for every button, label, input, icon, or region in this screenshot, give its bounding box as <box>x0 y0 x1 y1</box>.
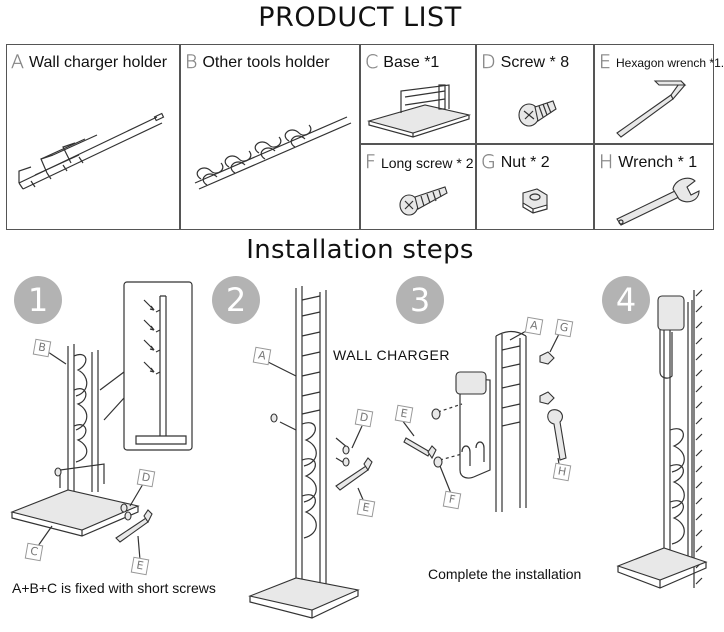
product-letter: F <box>365 151 376 173</box>
product-label: Wrench * 1 <box>618 153 698 171</box>
step-2-number: 2 <box>212 276 260 324</box>
hexagon-wrench-drawing <box>616 80 687 138</box>
product-label: Other tools holder <box>202 53 330 71</box>
product-letter: G <box>481 151 496 173</box>
nut-drawing <box>522 188 548 214</box>
product-letter: H <box>599 151 614 173</box>
product-letter: B <box>185 51 198 73</box>
product-cell-nut: G Nut * 2 <box>476 144 594 230</box>
base-drawing <box>366 84 472 138</box>
step-1-number: 1 <box>14 276 62 324</box>
installation-steps-title: Installation steps <box>246 235 474 265</box>
product-cell-screw: D Screw * 8 <box>476 44 594 144</box>
wall-charger-holder-drawing <box>18 112 165 190</box>
other-tools-holder-drawing <box>194 116 352 190</box>
product-label: Screw * 8 <box>500 53 570 71</box>
long-screw-drawing <box>399 186 448 216</box>
product-cell-wall-charger-holder: A Wall charger holder <box>6 44 180 230</box>
wrench-drawing <box>616 177 700 226</box>
step-3-number: 3 <box>396 276 444 324</box>
product-cell-base: C Base *1 <box>360 44 476 144</box>
product-letter: C <box>365 51 379 73</box>
product-cell-wrench: H Wrench * 1 <box>594 144 714 230</box>
product-cell-hexagon-wrench: E Hexagon wrench *1. <box>594 44 724 144</box>
step-4-number: 4 <box>602 276 650 324</box>
product-list-title: PRODUCT LIST <box>258 2 462 33</box>
product-cell-other-tools-holder: B Other tools holder <box>180 44 360 230</box>
product-label: Nut * 2 <box>500 153 550 171</box>
product-cell-long-screw: F Long screw * 2 <box>360 144 476 230</box>
step-1-caption: A+B+C is fixed with short screws <box>12 580 216 596</box>
product-letter: D <box>481 51 496 73</box>
product-letter: E <box>599 51 612 73</box>
step-3-caption: Complete the installation <box>428 566 582 582</box>
product-grid: A Wall charger holder B Other tools hold… <box>6 44 724 230</box>
product-label: Long screw * 2 <box>380 154 474 171</box>
product-label: Hexagon wrench *1. <box>616 55 724 70</box>
product-letter: A <box>11 51 24 73</box>
wall-charger-annotation: WALL CHARGER <box>333 347 450 363</box>
product-label: Base *1 <box>383 53 440 71</box>
product-label: Wall charger holder <box>29 53 168 71</box>
screw-drawing <box>518 100 557 127</box>
